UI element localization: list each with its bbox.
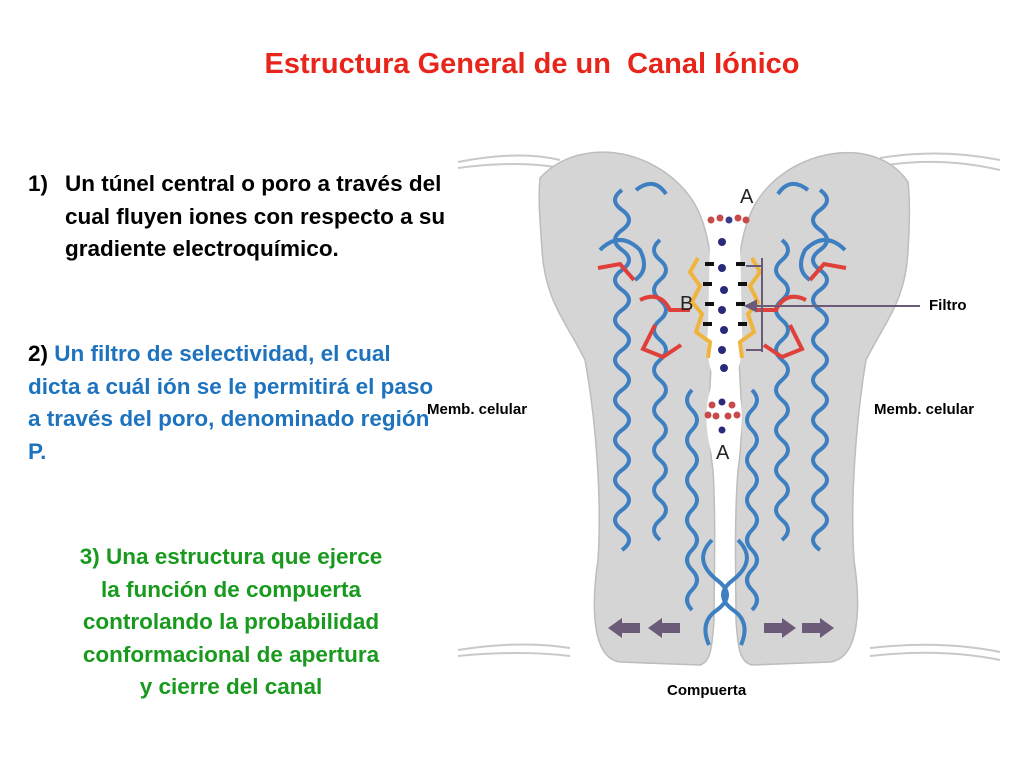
pore-loops-red (597, 261, 847, 360)
slide-title: Estructura General de un Canal Iónico (264, 48, 800, 80)
region-a-bottom-label: A (716, 442, 730, 464)
filter-pointer (743, 258, 920, 352)
gate-arrows (608, 618, 834, 638)
pore (706, 225, 743, 540)
point-2-number: 2) (28, 341, 49, 366)
membrane-label-right: Memb. celular (874, 401, 975, 418)
point-2: 2) Un filtro de selectividad, el cual di… (28, 338, 448, 468)
helices (598, 182, 847, 646)
point-1: 1) Un túnel central o poro a través del … (28, 168, 448, 266)
region-b-label: B (680, 293, 693, 315)
region-a-top-label: A (740, 186, 754, 208)
membrane-label-left: Memb. celular (427, 401, 528, 418)
filter-oxygens (703, 262, 747, 326)
gate-label: Compuerta (667, 682, 747, 699)
point-3-text: 3) Una estructura que ejerce la función … (79, 544, 383, 699)
membrane-lines (457, 152, 1001, 661)
point-1-number: 1) (28, 171, 49, 196)
filter-label: Filtro (929, 297, 967, 314)
point-1-text: Un túnel central o poro a través del cua… (65, 171, 446, 261)
ions (704, 214, 750, 434)
point-2-text: Un filtro de selectividad, el cual dicta… (28, 341, 434, 464)
